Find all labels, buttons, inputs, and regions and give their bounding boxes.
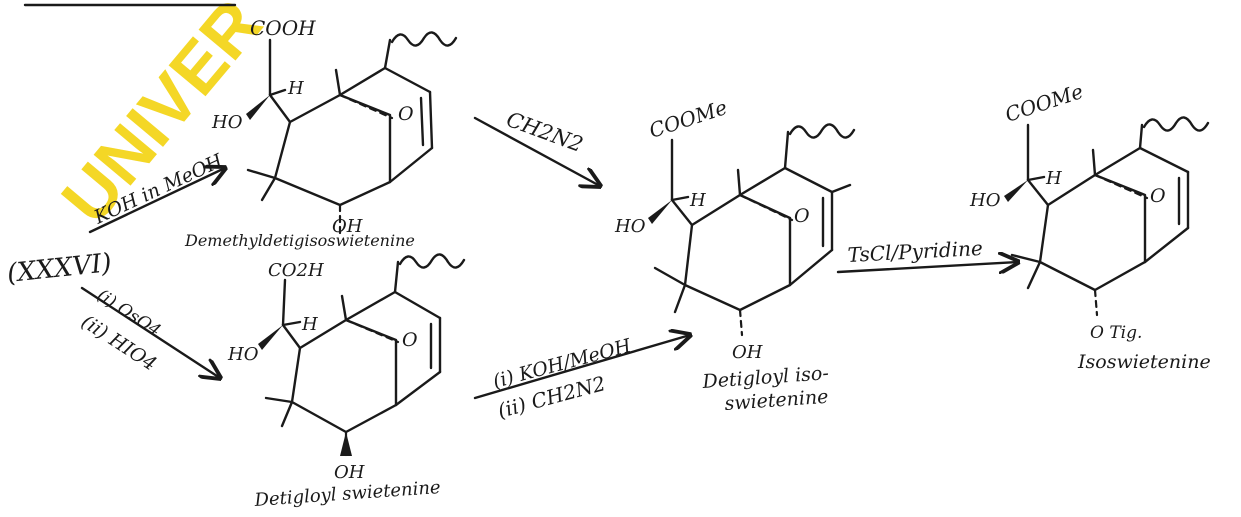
isoswietenine-name: Isoswietenine	[1077, 351, 1211, 373]
isoswietenine-ho: HO	[969, 190, 1001, 211]
isoswietenine-coome: COOMe	[1002, 79, 1086, 127]
arrow-koh-meoh	[88, 168, 225, 234]
structure-demethyldetigisoswietenine	[246, 31, 458, 237]
reagent-ch2n2: CH2N2	[503, 107, 586, 157]
structure-detigloyl-isoswietenine	[648, 123, 856, 337]
detigloyl-isoswietenine-o: O	[794, 205, 810, 227]
detigloyl-isoswietenine-oh: OH	[732, 342, 763, 363]
demethyl-o: O	[398, 103, 414, 125]
detigloyl-swietenine-oh: OH	[334, 462, 365, 483]
demethyl-h: H	[287, 78, 304, 99]
detigloyl-swietenine-h: H	[301, 314, 318, 335]
arrow-oso4-hio4	[80, 286, 220, 378]
demethyl-oh: OH	[332, 216, 363, 237]
arrow-ch2n2	[473, 116, 600, 186]
detigloyl-swietenine-ho: HO	[227, 344, 259, 365]
structure-isoswietenine	[1004, 116, 1210, 317]
detigloyl-isoswietenine-h: H	[689, 190, 706, 211]
structure-detigloyl-swietenine	[258, 253, 466, 457]
detigloyl-isoswietenine-coome: COOMe	[646, 95, 730, 143]
reagent-tscl-pyridine: TsCl/Pyridine	[847, 236, 983, 267]
detigloyl-isoswietenine-ho: HO	[614, 216, 646, 237]
isoswietenine-h: H	[1045, 168, 1062, 189]
detigloyl-swietenine-o: O	[402, 329, 418, 351]
detigloyl-swietenine-co2h: CO2H	[268, 260, 324, 281]
arrow-koh-ch2n2	[473, 335, 690, 400]
demethyl-name: Demethyldetigisoswietenine	[184, 231, 415, 250]
start-label: (XXXVI)	[6, 248, 113, 289]
demethyl-ho: HO	[211, 112, 243, 133]
isoswietenine-o: O	[1150, 185, 1166, 207]
arrow-tscl-pyridine	[836, 262, 1018, 272]
demethyl-cooh: COOH	[250, 16, 316, 40]
isoswietenine-otig: O Tig.	[1090, 323, 1142, 343]
